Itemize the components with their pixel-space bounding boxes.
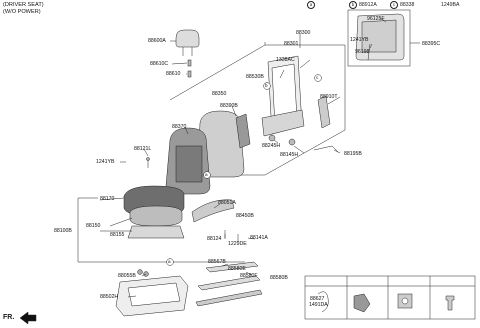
label-88390b: 88390B — [220, 103, 238, 109]
label-88502h: 88502H — [100, 294, 119, 300]
headrest-drawing — [175, 29, 200, 56]
label-88395c: 88395C — [422, 41, 441, 47]
label-88610: 88610 — [166, 71, 181, 77]
cushion-drawing — [123, 185, 185, 239]
label-88910t: 88910T — [320, 94, 338, 100]
inset-box-back-cover — [347, 9, 411, 67]
legend-table — [304, 275, 476, 320]
label-88580b: 88580B — [270, 275, 288, 281]
callout-c: c — [316, 75, 319, 80]
label-88245h: 88245H — [262, 143, 281, 149]
front-arrow-icon — [19, 311, 37, 325]
seatback-foam-drawing — [165, 110, 245, 195]
label-88141a: 88141A — [250, 235, 268, 241]
legend-head-1249ba: 1249BA — [441, 2, 460, 8]
label-88124: 88124 — [207, 236, 222, 242]
seat-frame-drawing — [115, 275, 189, 317]
front-direction-label: FR. — [3, 314, 15, 321]
label-1241yb-cover: 1241YB — [350, 37, 369, 43]
label-88150: 88150 — [86, 223, 101, 229]
label-88155: 88155 — [110, 232, 125, 238]
callout-b-circle — [263, 82, 271, 90]
side-shield-drawing — [191, 199, 235, 223]
label-88370: 88370 — [172, 124, 187, 130]
label-88450b: 88450B — [236, 213, 254, 219]
callout-a-circle-lower — [166, 258, 174, 266]
label-88300: 88300 — [296, 30, 311, 36]
label-88567b: 88567B — [208, 259, 226, 265]
legend-a-part-1: 88627 — [310, 296, 325, 302]
callout-c-circle — [314, 74, 322, 82]
clip-88912a-drawing — [353, 293, 371, 313]
label-88610c: 88610C — [150, 61, 169, 67]
label-1338ac: 1338AC — [276, 57, 295, 63]
label-88301: 88301 — [284, 41, 299, 47]
callout-b: b — [265, 83, 268, 88]
label-1229de: 1229DE — [228, 241, 247, 247]
bolt-1249ba-drawing — [445, 295, 455, 311]
callout-a-upper: a — [205, 172, 208, 177]
label-88100b: 88100B — [54, 228, 72, 234]
label-1241yb-seat: 1241YB — [96, 159, 115, 165]
seatback-frame-drawing — [261, 55, 305, 137]
header-line-1: (DRIVER SEAT) — [3, 2, 44, 8]
legend-head-a: a — [307, 0, 317, 10]
legend-a-part-2: 1491DA — [309, 302, 328, 308]
label-88580f: 88580F — [240, 273, 258, 279]
label-88530b: 88530B — [246, 74, 264, 80]
callout-a-lower: a — [168, 259, 171, 264]
header-line-2: (W/O POWER) — [3, 9, 41, 15]
label-88051a: 88051A — [218, 200, 236, 206]
label-88600a: 88600A — [148, 38, 166, 44]
label-88350: 88350 — [212, 91, 227, 97]
label-96198: 96198 — [355, 49, 370, 55]
label-88580e: 88580E — [228, 266, 246, 272]
seat-track-drawing — [195, 261, 263, 307]
label-88121l: 88121L — [134, 146, 152, 152]
label-88195b: 88195B — [344, 151, 362, 157]
label-96125f: 96125F — [367, 16, 385, 22]
callout-a-circle-upper — [203, 171, 211, 179]
label-88145h: 88145H — [280, 152, 299, 158]
label-88055b: 88055B — [118, 273, 136, 279]
label-88170: 88170 — [100, 196, 115, 202]
